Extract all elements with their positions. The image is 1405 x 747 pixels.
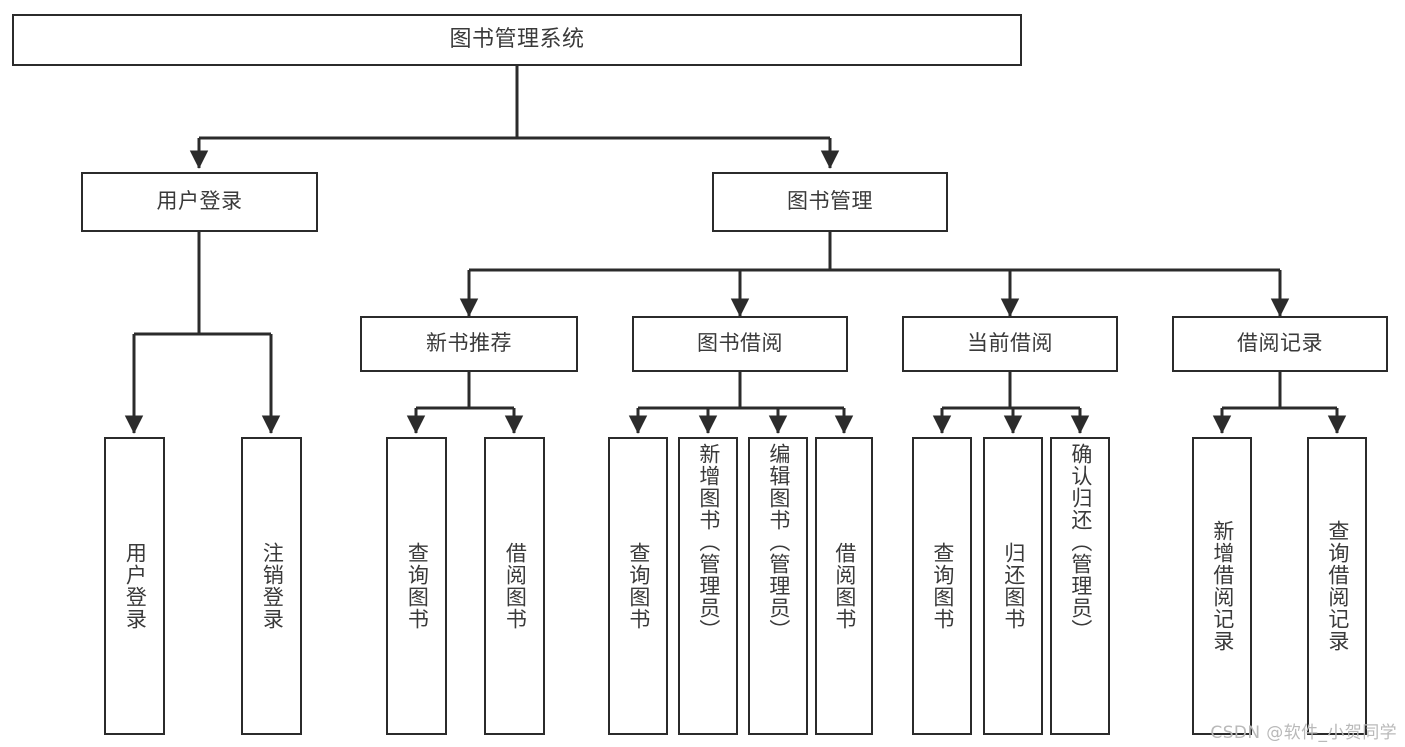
node-root[interactable]: 图书管理系统 (12, 14, 1022, 66)
node-leaf-query-book-2-label: 查询图书 (626, 542, 651, 630)
node-user-login-label: 用户登录 (156, 189, 243, 214)
node-leaf-query-book-1[interactable]: 查询图书 (386, 437, 447, 735)
node-current-borrow-label: 当前借阅 (967, 331, 1053, 356)
node-leaf-confirm-return[interactable]: 确认归还（管理员） (1050, 437, 1110, 735)
node-leaf-return-book-label: 归还图书 (1001, 542, 1026, 630)
node-leaf-query-record-label: 查询借阅记录 (1325, 520, 1350, 652)
node-leaf-edit-book[interactable]: 编辑图书（管理员） (748, 437, 808, 735)
node-current-borrow[interactable]: 当前借阅 (902, 316, 1118, 372)
node-leaf-query-book-3-label: 查询图书 (930, 542, 955, 630)
watermark-text: CSDN @软件_小贺同学 (1210, 723, 1397, 743)
node-borrow-record-label: 借阅记录 (1237, 331, 1323, 356)
node-leaf-borrow-book-2[interactable]: 借阅图书 (815, 437, 873, 735)
node-leaf-add-book-label: 新增图书（管理员） (696, 443, 721, 641)
node-leaf-user-login-label: 用户登录 (123, 542, 148, 630)
node-leaf-add-record[interactable]: 新增借阅记录 (1192, 437, 1252, 735)
node-book-manage-label: 图书管理 (787, 189, 873, 214)
node-root-label: 图书管理系统 (449, 26, 585, 52)
node-leaf-borrow-book-2-label: 借阅图书 (832, 542, 857, 630)
node-leaf-query-book-3[interactable]: 查询图书 (912, 437, 972, 735)
node-leaf-borrow-book-1[interactable]: 借阅图书 (484, 437, 545, 735)
node-leaf-add-book[interactable]: 新增图书（管理员） (678, 437, 738, 735)
node-leaf-query-book-1-label: 查询图书 (405, 542, 430, 630)
node-borrow-record[interactable]: 借阅记录 (1172, 316, 1388, 372)
node-book-borrow[interactable]: 图书借阅 (632, 316, 848, 372)
node-leaf-edit-book-label: 编辑图书（管理员） (766, 443, 791, 641)
node-leaf-logout[interactable]: 注销登录 (241, 437, 302, 735)
node-leaf-return-book[interactable]: 归还图书 (983, 437, 1043, 735)
node-leaf-query-record[interactable]: 查询借阅记录 (1307, 437, 1367, 735)
node-leaf-query-book-2[interactable]: 查询图书 (608, 437, 668, 735)
node-book-borrow-label: 图书借阅 (697, 331, 783, 356)
node-leaf-logout-label: 注销登录 (260, 542, 285, 630)
node-leaf-user-login[interactable]: 用户登录 (104, 437, 165, 735)
node-new-book-rec-label: 新书推荐 (426, 331, 512, 356)
node-leaf-add-record-label: 新增借阅记录 (1210, 520, 1235, 652)
node-leaf-borrow-book-1-label: 借阅图书 (503, 542, 528, 630)
node-new-book-rec[interactable]: 新书推荐 (360, 316, 578, 372)
node-leaf-confirm-return-label: 确认归还（管理员） (1068, 443, 1093, 641)
node-book-manage[interactable]: 图书管理 (712, 172, 948, 232)
node-user-login[interactable]: 用户登录 (81, 172, 318, 232)
